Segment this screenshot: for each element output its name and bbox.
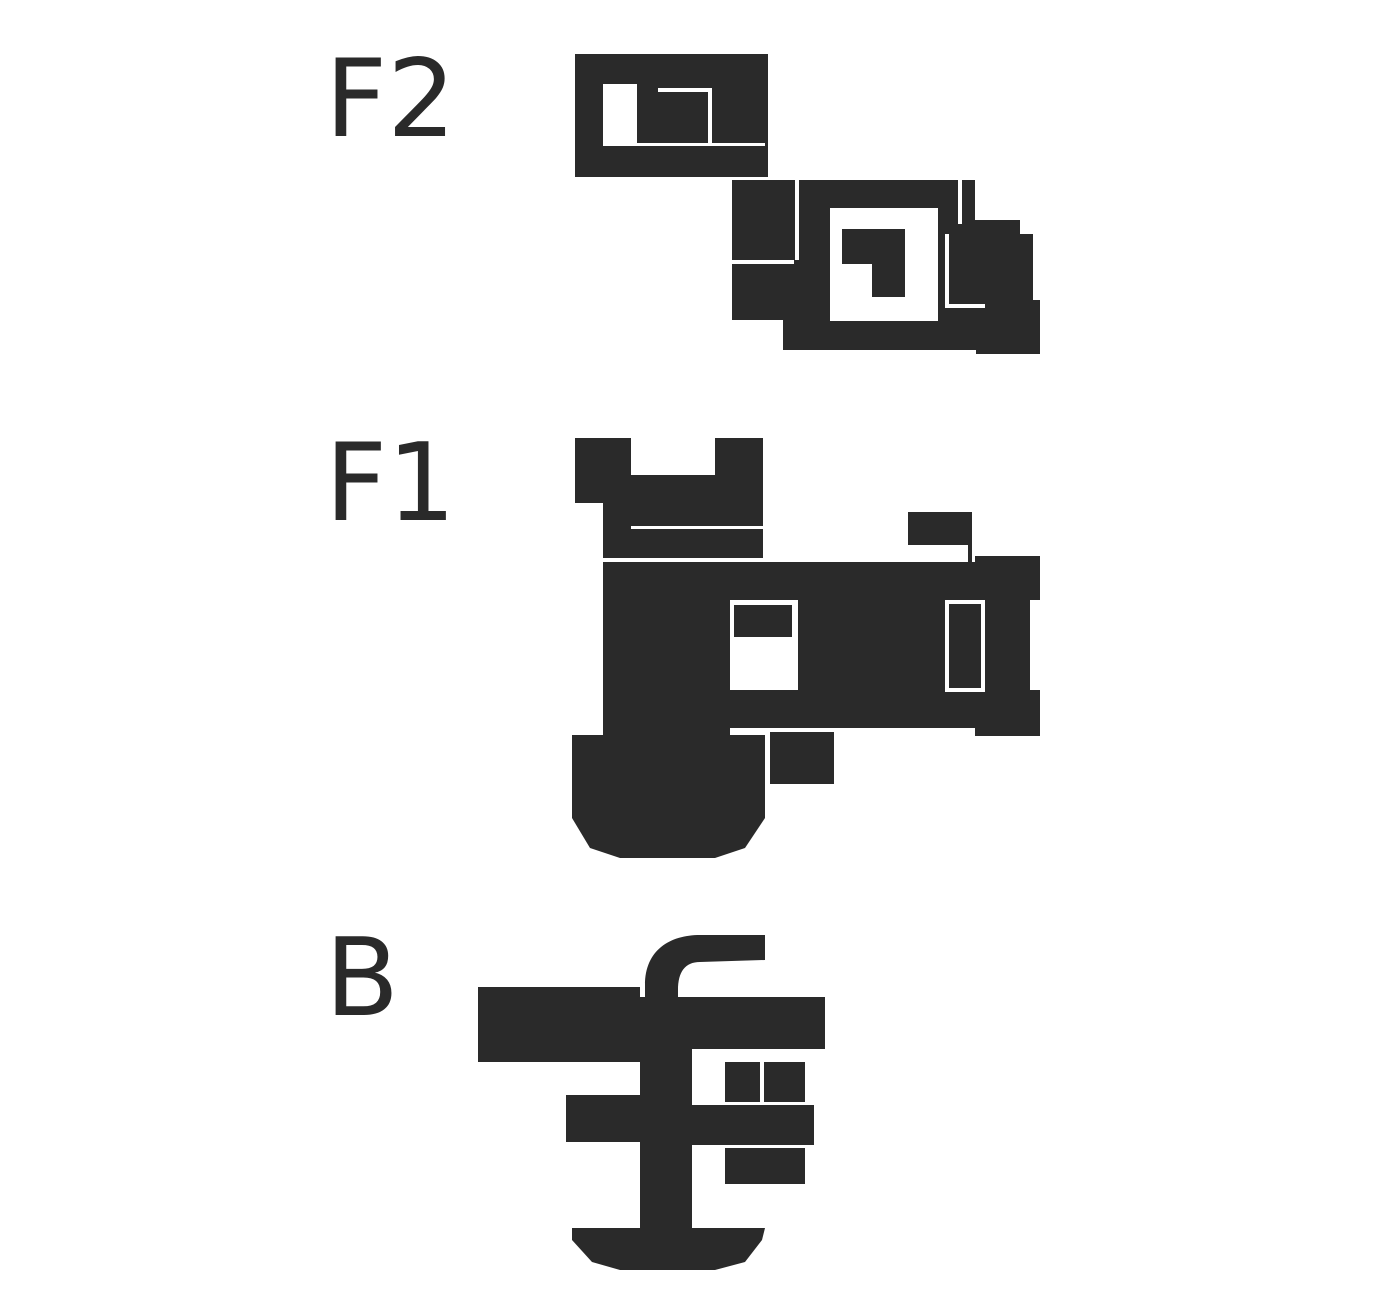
- f1-east-wing: [730, 512, 1044, 784]
- f2-block-west: [575, 54, 768, 177]
- b-west-band: [478, 987, 640, 1062]
- f1-central-trunk: [572, 562, 765, 858]
- b-east-cluster: [692, 1062, 814, 1184]
- floor-plan-f2: [575, 54, 1040, 355]
- b-south-end: [572, 1228, 765, 1270]
- floor-label-f2: F2: [325, 37, 456, 162]
- f2-block-east: [732, 180, 1040, 355]
- floor-label-f1: F1: [325, 421, 456, 546]
- f1-north-wing: [575, 438, 763, 563]
- floor-plan-f1: [572, 438, 1044, 858]
- floor-plan-b: [478, 935, 825, 1270]
- floor-label-b: B: [325, 916, 399, 1041]
- b-hook: [645, 935, 765, 1000]
- b-west-room: [566, 1095, 652, 1142]
